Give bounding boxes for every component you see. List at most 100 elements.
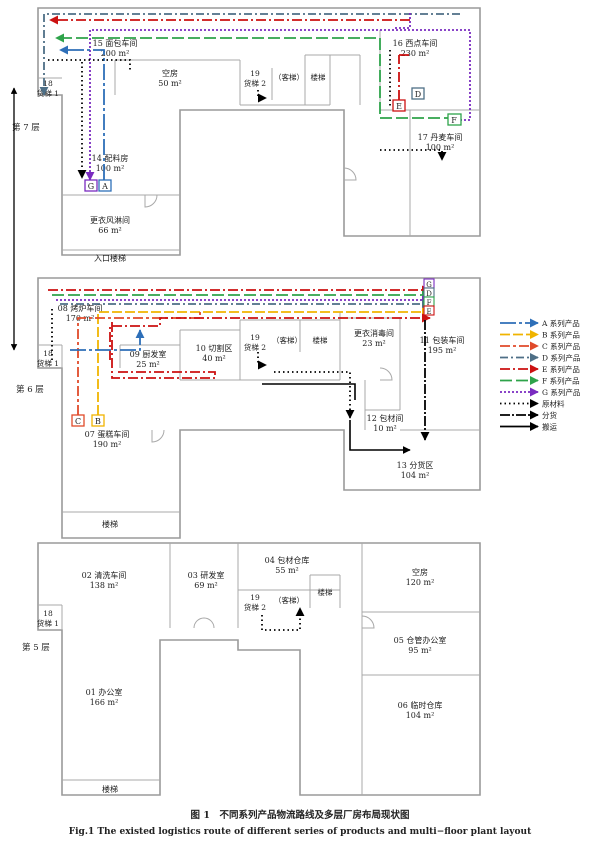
- room-10-name: 10 切割区: [196, 343, 233, 353]
- route-d-f7: [39, 13, 460, 96]
- stack-d: D: [426, 290, 432, 298]
- f5-lift-2-name: 货梯 2: [244, 602, 266, 612]
- legend-label: G 系列产品: [542, 387, 580, 397]
- floor-5-labels: 02 清洗车间 138 m² 03 研发室 69 m² 04 包材仓库 55 m…: [37, 555, 446, 794]
- legend-item: 搬运: [500, 422, 557, 432]
- disinfect-name: 更衣消毒间: [354, 328, 394, 338]
- legend-item: G 系列产品: [500, 387, 580, 397]
- f6-lift-1-number: 18: [43, 349, 53, 358]
- lift-1-name: 货梯 1: [37, 88, 59, 98]
- room-01-name: 01 办公室: [86, 687, 123, 697]
- room-08-name: 08 烤炉车间: [58, 303, 103, 313]
- room-15-area: 200 m²: [101, 49, 130, 58]
- raw-route-f7-a: [48, 59, 131, 70]
- route-e-local: [398, 54, 410, 100]
- room-09-name: 09 厨发室: [130, 349, 167, 359]
- marker-b: B: [95, 417, 101, 426]
- legend-item: 原材料: [500, 399, 565, 409]
- room-12-name: 12 包材间: [367, 413, 404, 423]
- room-14-name: 14 配料房: [92, 153, 129, 163]
- room-17-area: 100 m²: [426, 143, 455, 152]
- marker-c: C: [75, 417, 81, 426]
- floor-7-markers: G A E D F: [84, 87, 462, 192]
- floor-7-routes: [39, 12, 471, 181]
- room-11-name: 11 包装车间: [420, 335, 465, 345]
- route-c-loop: [111, 320, 216, 379]
- route-c-f6: [77, 312, 201, 415]
- legend-item: F 系列产品: [500, 376, 580, 386]
- raw-route-f7-c: [257, 90, 267, 103]
- carry-route-a: [349, 420, 411, 454]
- disinfect-area: 23 m²: [362, 339, 386, 348]
- lift-2-number: 19: [250, 69, 260, 78]
- legend-label: E 系列产品: [542, 364, 580, 374]
- stack-f: F: [427, 299, 432, 307]
- raw-route-f7-d: [380, 149, 447, 161]
- stack-e-box: [423, 305, 435, 316]
- route-a-f6: [70, 329, 145, 351]
- stack-g: G: [426, 281, 432, 289]
- room-02-area: 138 m²: [90, 581, 119, 590]
- room-05-name: 05 仓管办公室: [394, 635, 447, 645]
- room-07-area: 190 m²: [93, 440, 122, 449]
- floor-6-routes: [48, 285, 431, 454]
- f5-passenger-lift: （客梯）: [274, 595, 304, 605]
- marker-g-box: [84, 179, 98, 192]
- room-03-area: 69 m²: [194, 581, 218, 590]
- f5-stair2-label: 楼梯: [102, 784, 118, 794]
- f6-stair-label: 楼梯: [313, 335, 328, 345]
- room-06-area: 104 m²: [406, 711, 435, 720]
- room-empty-area: 50 m²: [158, 79, 182, 88]
- f6-lift-2-name: 货梯 2: [244, 342, 266, 352]
- room-04-area: 55 m²: [275, 566, 299, 575]
- changing-room-name: 更衣风淋间: [90, 215, 130, 225]
- f5-stair-label: 楼梯: [318, 587, 333, 597]
- caption-cn: 图 1 不同系列产品物流路线及多层厂房布局现状图: [191, 809, 410, 821]
- room-12-area: 10 m²: [373, 424, 397, 433]
- floor-7-label: 第 7 层: [12, 122, 40, 133]
- floor-5-routes: [261, 607, 305, 631]
- floor-6-markers: C B G D F E: [71, 278, 435, 427]
- changing-room-area: 66 m²: [98, 226, 122, 235]
- marker-d-box: [411, 87, 425, 100]
- route-b-f6: [97, 307, 431, 415]
- f5-empty-name: 空房: [412, 567, 428, 577]
- legend-item: D 系列产品: [500, 353, 580, 363]
- marker-d: D: [415, 90, 421, 99]
- marker-g: G: [88, 182, 94, 191]
- raw-route-f6-b: [257, 352, 267, 370]
- room-05-area: 95 m²: [408, 646, 432, 655]
- route-g-f7: [85, 29, 471, 181]
- route-a-f7: [59, 45, 105, 180]
- room-14-area: 100 m²: [96, 164, 125, 173]
- f6-stair2-label: 楼梯: [102, 519, 118, 529]
- caption-en: Fig.1 The existed logistics route of dif…: [69, 827, 532, 837]
- room-10-area: 40 m²: [202, 354, 226, 363]
- legend-label: B 系列产品: [542, 330, 580, 340]
- stair-label: 楼梯: [311, 72, 326, 82]
- f6-passenger-lift: （客梯）: [272, 335, 302, 345]
- legend-item: C 系列产品: [500, 341, 580, 351]
- legend-label: F 系列产品: [542, 376, 580, 386]
- room-16-area: 230 m²: [401, 49, 430, 58]
- raw-route-f6-c: [274, 371, 355, 419]
- room-01-area: 166 m²: [90, 698, 119, 707]
- room-02-name: 02 清洗车间: [82, 570, 127, 580]
- f5-lift-1-number: 18: [43, 609, 53, 618]
- carry-route-b: [262, 383, 356, 400]
- route-g-top: [395, 12, 411, 29]
- f5-empty-area: 120 m²: [406, 578, 435, 587]
- marker-e: E: [396, 102, 402, 111]
- room-16-name: 16 西点车间: [393, 38, 438, 48]
- room-06-name: 06 临时仓库: [398, 700, 443, 710]
- room-empty-name: 空房: [162, 68, 178, 78]
- f6-lift-2-number: 19: [250, 333, 260, 342]
- marker-a-box: [98, 179, 112, 192]
- lift-2-name: 货梯 2: [244, 78, 266, 88]
- legend-label: 搬运: [542, 422, 557, 432]
- legend-item: 分货: [500, 410, 557, 420]
- legend-label: C 系列产品: [542, 341, 580, 351]
- legend-item: B 系列产品: [500, 330, 580, 340]
